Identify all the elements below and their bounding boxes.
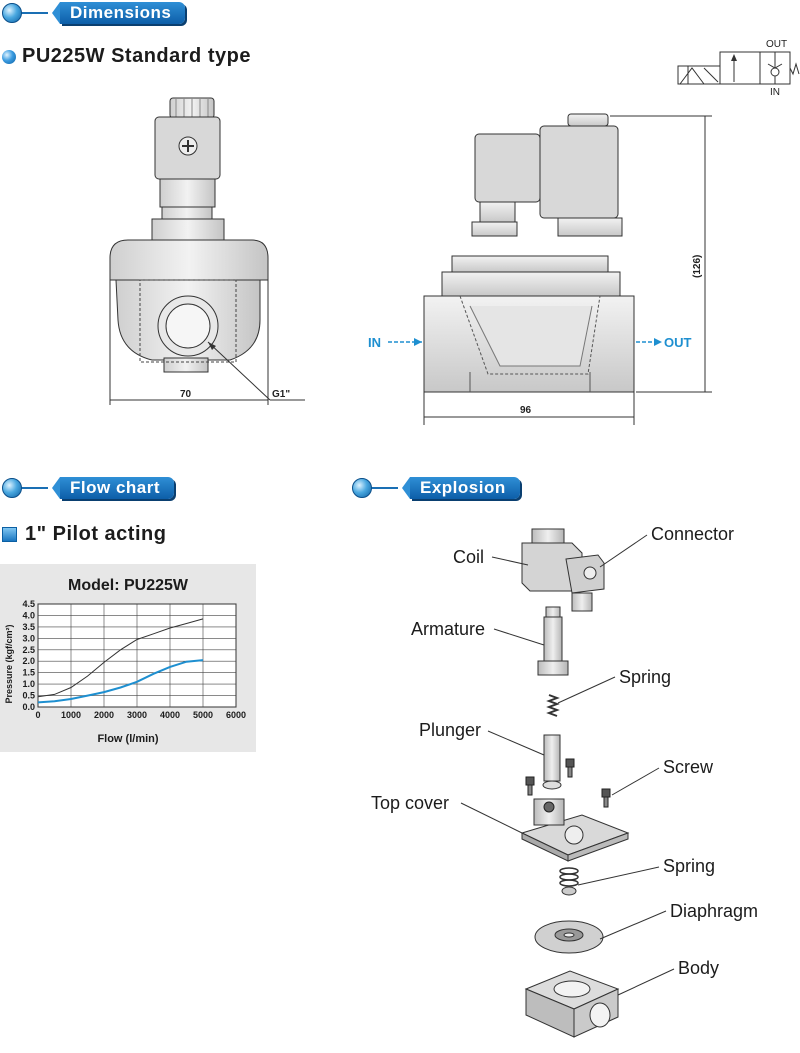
y-tick-label: 1.5: [22, 668, 35, 678]
chart-title: Model: PU225W: [68, 577, 189, 594]
bullet-icon: [2, 3, 22, 23]
y-tick-label: 0.5: [22, 691, 35, 701]
diaphragm-part: [534, 920, 604, 954]
front-width-label: 70: [180, 389, 192, 400]
pilot-title: 1" Pilot acting: [25, 523, 167, 545]
height-label: (126): [692, 255, 703, 278]
connector-part: [565, 554, 605, 612]
label-body: Body: [678, 958, 719, 978]
series-line-1: [37, 618, 204, 698]
y-tick-label: 0.0: [22, 702, 35, 712]
armature-part: [537, 606, 569, 676]
label-connector: Connector: [651, 524, 734, 544]
x-tick-label: 4000: [160, 710, 180, 720]
explosion-drawing: Coil Connector Armature Spring Plunger S…: [371, 524, 758, 1038]
section-dimensions: Dimensions: [2, 1, 186, 25]
flow-chart-panel: Model: PU225W 0 1000 2000 3000 4000 5000 6000 0…: [0, 564, 256, 752]
standard-type-heading: PU225W Standard type: [2, 45, 251, 68]
in-label: IN: [368, 335, 381, 350]
top-cover-part: [520, 798, 630, 862]
label-coil: Coil: [453, 547, 484, 567]
series-line-2: [37, 659, 204, 704]
out-label: OUT: [664, 335, 692, 350]
label-top-cover: Top cover: [371, 793, 449, 813]
y-tick-label: 4.5: [22, 599, 35, 609]
y-tick-label: 3.5: [22, 622, 35, 632]
x-tick-label: 1000: [61, 710, 81, 720]
x-tick-label: 6000: [226, 710, 246, 720]
section-dimensions-label: Dimensions: [51, 2, 186, 24]
section-flow-chart-label: Flow chart: [51, 477, 175, 499]
bullet-icon: [352, 478, 372, 498]
y-tick-label: 3.0: [22, 633, 35, 643]
label-spring-top: Spring: [619, 667, 671, 687]
x-tick-label: 0: [35, 710, 40, 720]
label-armature: Armature: [411, 619, 485, 639]
coil-part: [521, 528, 583, 592]
bullet-icon: [2, 49, 16, 64]
label-diaphragm: Diaphragm: [670, 901, 758, 921]
label-plunger: Plunger: [419, 720, 481, 740]
plunger-part: [542, 734, 562, 790]
y-axis-label: Pressure (kgf/cm²): [4, 624, 14, 703]
section-flow-chart: Flow chart: [2, 476, 175, 500]
bullet-icon: [2, 478, 22, 498]
label-spring-bottom: Spring: [663, 856, 715, 876]
section-explosion: Explosion: [352, 476, 520, 500]
body-part: [524, 970, 620, 1038]
side-width-label: 96: [520, 405, 532, 416]
pilot-heading: 1" Pilot acting: [2, 523, 166, 546]
section-explosion-label: Explosion: [402, 477, 520, 499]
x-tick-label: 5000: [193, 710, 213, 720]
standard-type-title: PU225W Standard type: [22, 45, 251, 67]
y-tick-label: 1.0: [22, 679, 35, 689]
spring-lower-part: [559, 867, 579, 896]
x-axis-label: Flow (l/min): [97, 733, 158, 745]
front-view-drawing: G1" 70: [109, 97, 305, 405]
flow-chart: Model: PU225W 0 1000 2000 3000 4000 5000 6000 0…: [4, 577, 246, 745]
y-tick-label: 2.0: [22, 656, 35, 666]
y-tick-label: 4.0: [22, 610, 35, 620]
screw-part: [525, 758, 611, 808]
x-tick-label: 2000: [94, 710, 114, 720]
label-screw: Screw: [663, 757, 714, 777]
square-bullet-icon: [2, 527, 17, 542]
symbol-out-label: OUT: [766, 39, 787, 50]
y-tick-label: 2.5: [22, 645, 35, 655]
x-tick-label: 3000: [127, 710, 147, 720]
symbol-in-label: IN: [770, 87, 780, 98]
spring-part: [546, 694, 560, 717]
side-view-drawing: IN OUT (126) 96: [368, 113, 712, 425]
valve-symbol-icon: OUT IN: [677, 39, 800, 98]
port-size-label: G1": [272, 389, 290, 400]
